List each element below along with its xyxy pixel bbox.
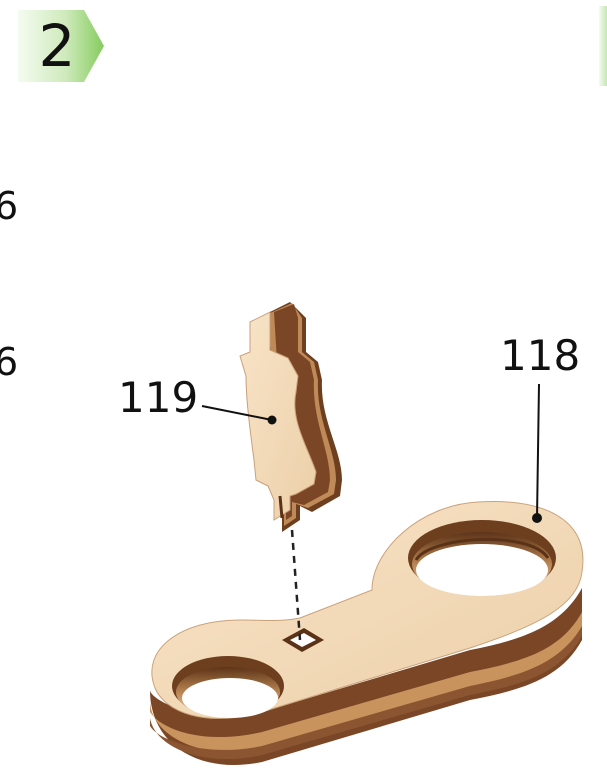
part-118-base-plate	[150, 502, 583, 765]
part-label-119: 119	[118, 376, 198, 420]
part-label-118: 118	[500, 334, 580, 378]
leader-line-118	[537, 384, 539, 518]
